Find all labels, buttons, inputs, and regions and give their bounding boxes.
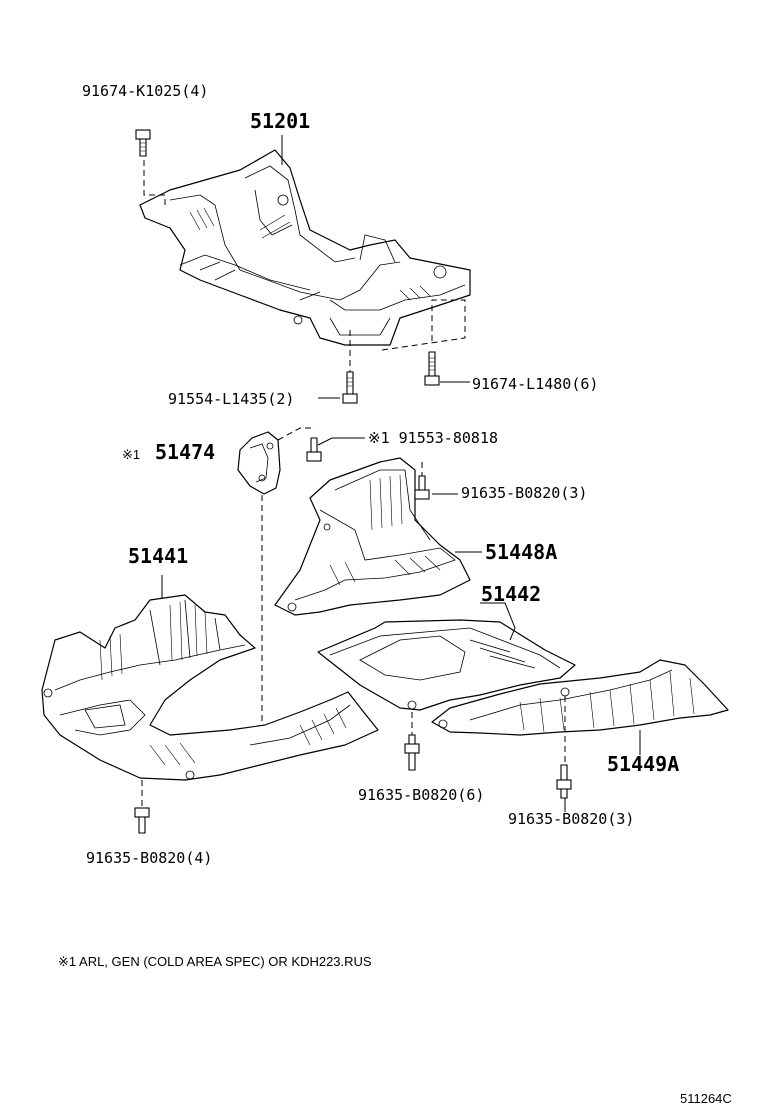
cover-bracket[interactable] <box>237 431 281 495</box>
label-bracket: 51474 <box>155 440 215 464</box>
leader-line <box>480 602 516 641</box>
label-bolt-frame-right: 91674-L1480(6) <box>472 375 598 393</box>
figure-code: 511264C <box>680 1091 732 1106</box>
bolt-icon <box>135 129 151 157</box>
engine-under-cover-front[interactable] <box>41 594 379 781</box>
label-bolt-bracket: ※1 91553-80818 <box>368 429 498 447</box>
label-cover-a: 51448A <box>485 540 557 564</box>
label-bolt-cover-rear: 91635-B0820(3) <box>508 810 634 828</box>
bolt-icon <box>306 437 322 462</box>
label-cover-rear: 51449A <box>607 752 679 776</box>
engine-under-cover-rear[interactable] <box>431 659 729 736</box>
label-cover-mid: 51442 <box>481 582 541 606</box>
label-frame: 51201 <box>250 109 310 133</box>
label-bolt-cover-a: 91635-B0820(3) <box>461 484 587 502</box>
label-bolt-cover-mid: 91635-B0820(6) <box>358 786 484 804</box>
bolt-icon <box>404 734 420 771</box>
label-cover-front: 51441 <box>128 544 188 568</box>
suspension-frame[interactable] <box>139 149 471 346</box>
frame-top-bolt-dashline <box>143 160 166 205</box>
leader-line <box>317 437 365 446</box>
engine-under-cover-mid[interactable] <box>317 619 576 711</box>
bolt-icon <box>424 351 440 386</box>
footnote: ※1 ARL, GEN (COLD AREA SPEC) OR KDH223.R… <box>58 954 372 969</box>
frame-right-bolt-dashline <box>381 299 466 351</box>
bolt-icon <box>134 807 150 834</box>
label-bolt-cover-front: 91635-B0820(4) <box>86 849 212 867</box>
engine-under-cover-a[interactable] <box>274 457 471 616</box>
bolt-icon <box>556 764 572 799</box>
label-bracket-mark: ※1 <box>122 447 140 462</box>
bracket-dashline <box>277 427 315 441</box>
bolt-icon <box>342 371 358 404</box>
label-bolt-frame-left: 91554-L1435(2) <box>168 390 294 408</box>
label-bolt-frame-top: 91674-K1025(4) <box>82 82 208 100</box>
bolt-icon <box>414 475 430 500</box>
